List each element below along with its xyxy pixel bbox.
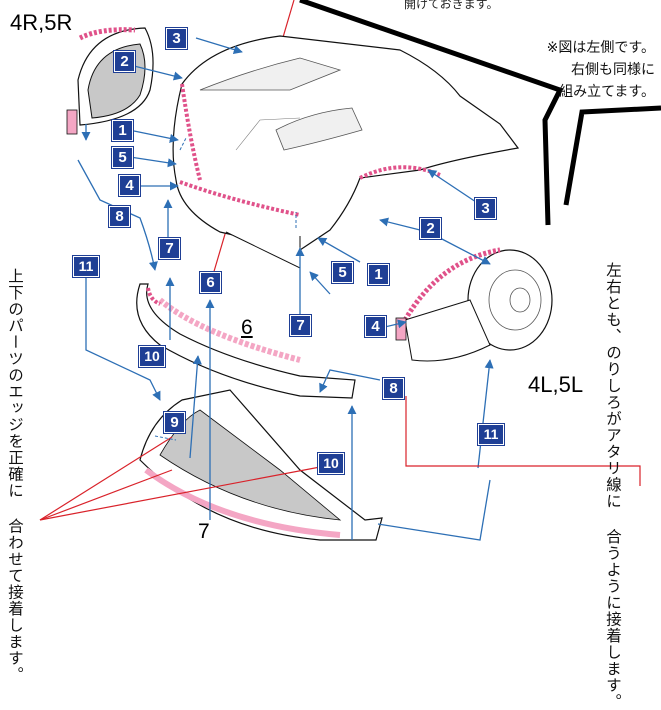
assembly-arrows bbox=[77, 37, 494, 541]
part-7 bbox=[139, 389, 383, 541]
step-badge-11-right: 11 bbox=[477, 423, 505, 446]
hull-outline-guide-2 bbox=[563, 105, 661, 206]
note-left-side-only: ※図は左側です。 右側も同様に 組み立てます。 bbox=[546, 40, 655, 100]
label-part-4l5l: 4L,5L bbox=[528, 372, 584, 397]
step-badge-1: 1 bbox=[111, 119, 134, 142]
step-badge-7: 7 bbox=[158, 237, 181, 260]
step-badge-4-right: 4 bbox=[364, 315, 387, 338]
step-badge-10: 10 bbox=[138, 345, 166, 368]
step-badge-11: 11 bbox=[72, 255, 100, 278]
label-part-4r5r: 4R,5R bbox=[10, 10, 73, 35]
step-badge-2: 2 bbox=[113, 50, 136, 73]
step-badge-7-right: 7 bbox=[289, 314, 312, 337]
hull-outline-guide bbox=[299, 0, 564, 226]
step-badge-8: 8 bbox=[108, 205, 131, 228]
label-part-6: 6 bbox=[241, 316, 253, 339]
note-edge-alignment: 上下のパーツのエッジを正確に 合わせて接着します。 bbox=[6, 268, 24, 683]
step-badge-8-right: 8 bbox=[382, 377, 405, 400]
part-4r5r bbox=[66, 27, 154, 135]
step-badge-10-right: 10 bbox=[317, 452, 345, 475]
alignment-marks bbox=[154, 137, 297, 441]
step-badge-2-right: 2 bbox=[419, 217, 442, 240]
part-4l5l bbox=[395, 247, 553, 362]
step-badge-4: 4 bbox=[118, 174, 141, 197]
step-badge-5: 5 bbox=[111, 146, 134, 169]
note-glue-tab-alignment: 左右とも、のりしろがアタリ線に 合うように接着します。 bbox=[604, 262, 622, 710]
step-badge-9: 9 bbox=[163, 411, 186, 434]
step-badge-3: 3 bbox=[165, 27, 188, 50]
assembly-diagram bbox=[39, 0, 661, 541]
red-guide-lines bbox=[39, 396, 641, 521]
step-badge-3-right: 3 bbox=[474, 197, 497, 220]
step-badge-1-right: 1 bbox=[367, 263, 390, 286]
main-hull-body bbox=[172, 35, 520, 269]
step-badge-5-right: 5 bbox=[331, 261, 354, 284]
label-part-7: 7 bbox=[198, 520, 210, 543]
note-top-text: 開けておきます。 bbox=[404, 0, 499, 11]
step-badge-6: 6 bbox=[199, 271, 222, 294]
